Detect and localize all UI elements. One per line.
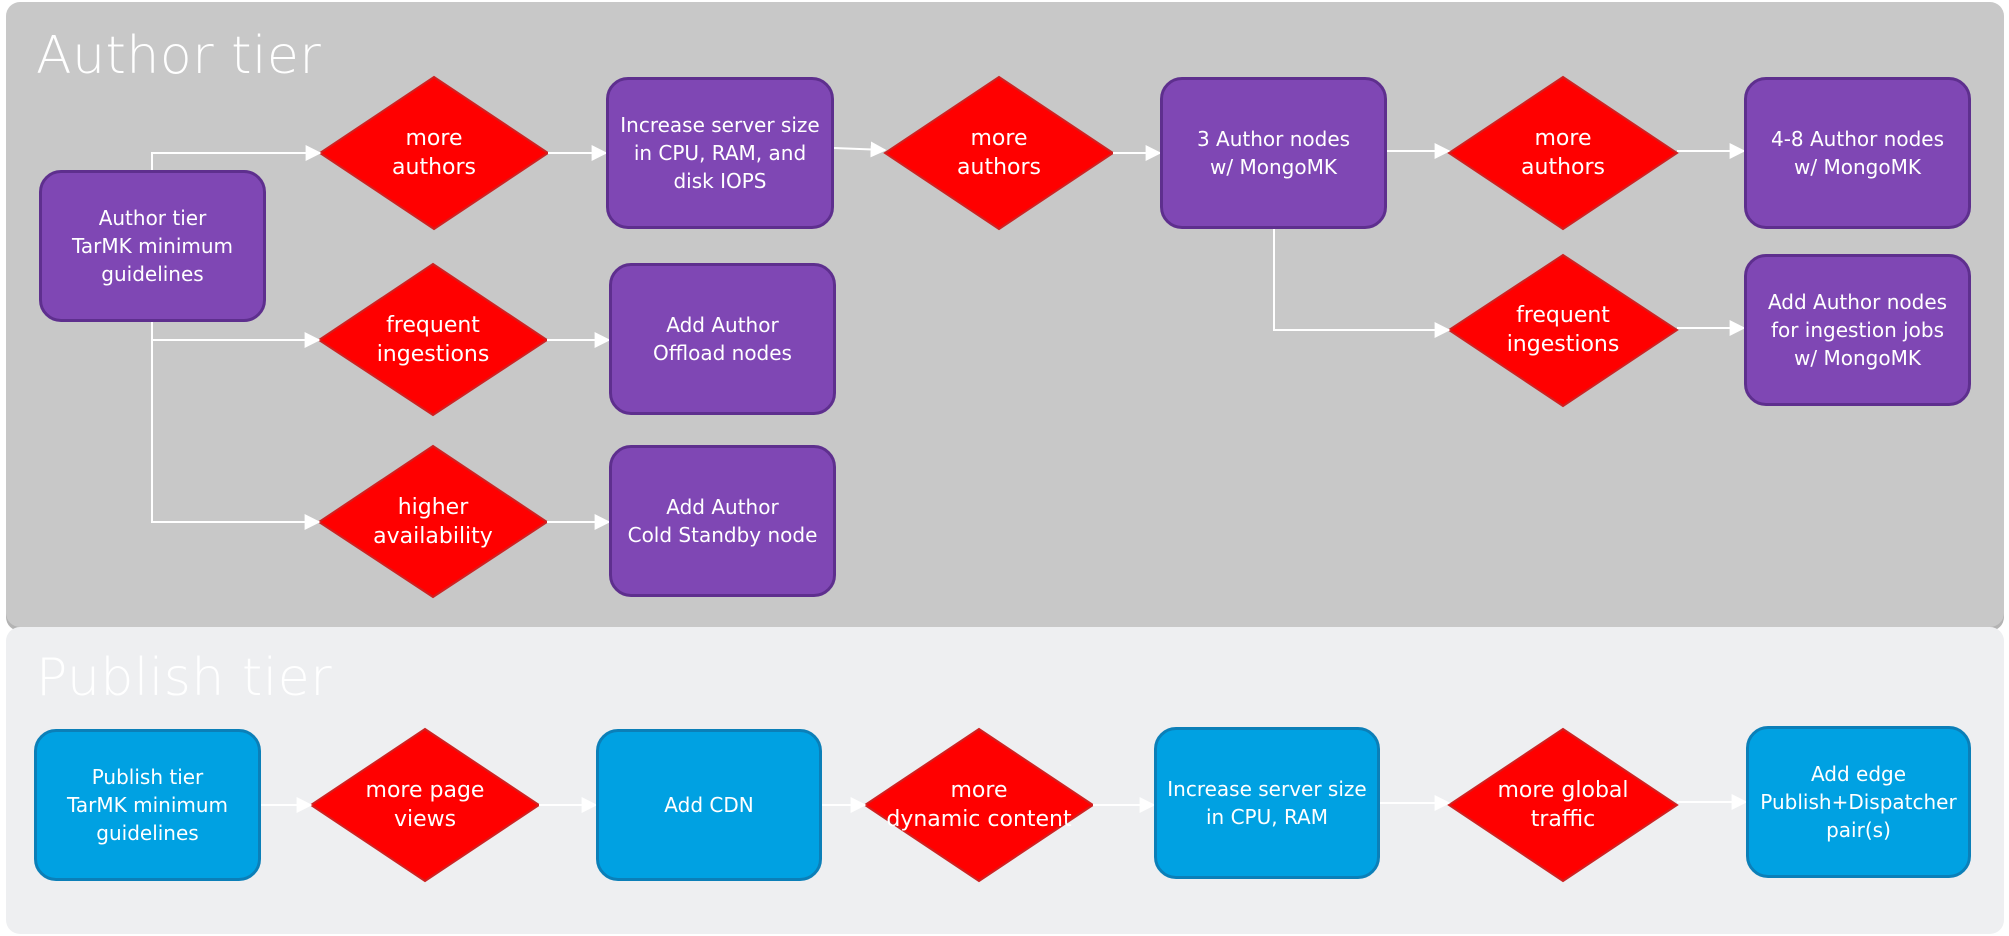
connector-start-to-frequent-ingestions (151, 322, 321, 348)
connector-3-nodes-to-frequent-ingestions (1273, 229, 1451, 338)
decision-more-global-traffic (1447, 727, 1679, 883)
decision-more-page-views (309, 727, 541, 883)
publish-increase-server-size-node: Increase server size in CPU, RAM (1154, 727, 1380, 879)
add-cold-standby-node: Add Author Cold Standby node (609, 445, 836, 597)
decision-more-authors-1 (318, 75, 550, 231)
decision-more-authors-3 (1447, 75, 1679, 231)
decision-label-frequent-ingestions-2: frequent ingestions (1506, 303, 1620, 357)
decision-label-more-authors-2: more authors (957, 126, 1041, 180)
decision-more-authors-2 (883, 75, 1115, 231)
four-eight-author-nodes-node: 4-8 Author nodes w/ MongoMK (1744, 77, 1971, 229)
publish-tier-title: Publish tier (36, 648, 333, 708)
decision-label-more-authors-1: more authors (392, 126, 476, 180)
three-author-nodes-node: 3 Author nodes w/ MongoMK (1160, 77, 1387, 229)
add-offload-nodes-node: Add Author Offload nodes (609, 263, 836, 415)
decision-more-dynamic-content (863, 727, 1095, 883)
add-edge-pairs-node: Add edge Publish+Dispatcher pair(s) (1746, 726, 1971, 878)
decision-frequent-ingestions-2 (1447, 253, 1679, 408)
decision-frequent-ingestions-1 (317, 262, 549, 417)
decision-label-higher-availability: higher availability (373, 495, 493, 549)
add-ingestion-nodes-node: Add Author nodes for ingestion jobs w/ M… (1744, 254, 1971, 406)
decision-label-more-authors-3: more authors (1521, 126, 1605, 180)
author-start-node: Author tier TarMK minimum guidelines (39, 170, 266, 322)
decision-higher-availability (317, 444, 549, 599)
connector-increase-size-to-more-authors (833, 141, 887, 158)
decision-label-more-page-views: more page views (365, 778, 485, 832)
add-cdn-node: Add CDN (596, 729, 822, 881)
connector-start-to-higher-availability (151, 330, 321, 530)
decision-label-frequent-ingestions-1: frequent ingestions (376, 313, 490, 367)
increase-server-size-node: Increase server size in CPU, RAM, and di… (606, 77, 834, 229)
connector-start-to-more-authors (151, 145, 322, 170)
decision-label-more-dynamic-content: more dynamic content (886, 778, 1072, 832)
publish-start-node: Publish tier TarMK minimum guidelines (34, 729, 261, 881)
decision-label-more-global-traffic: more global traffic (1497, 778, 1629, 832)
author-tier-title: Author tier (36, 26, 322, 86)
